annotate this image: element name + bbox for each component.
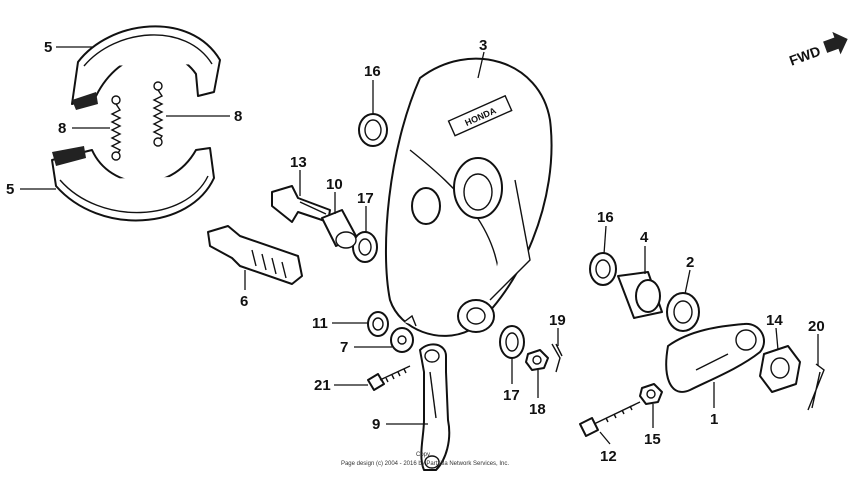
- dust-seal-16-upper: [358, 113, 388, 147]
- callout-3: 3: [479, 37, 487, 54]
- collar-10: [321, 209, 357, 249]
- brake-arm-9: [419, 343, 451, 471]
- callout-7: 7: [340, 339, 348, 356]
- seal-17-right: [499, 325, 525, 359]
- seal-17-left: [352, 231, 378, 263]
- callout-4: 4: [640, 229, 649, 246]
- callout-19: 19: [549, 312, 566, 329]
- callout-2: 2: [686, 254, 694, 271]
- brake-panel: HONDA: [384, 57, 553, 337]
- callout-9: 9: [372, 416, 380, 433]
- nut-18: [525, 349, 549, 371]
- cotter-pin-19: [551, 343, 563, 373]
- brake-shoe-upper: [71, 25, 221, 110]
- copyright-line-2: Page design (c) 2004 - 2016 by Partzilla…: [341, 461, 509, 467]
- callout-20: 20: [808, 318, 825, 335]
- indicator-plate-7: [390, 314, 417, 353]
- callout-1: 1: [710, 411, 718, 428]
- torque-arm-1: [665, 322, 765, 393]
- washer-11: [367, 311, 389, 337]
- brake-cam-13: [271, 185, 331, 223]
- callout-8-left: 8: [58, 120, 66, 137]
- callout-8-right: 8: [234, 108, 242, 125]
- callout-5-upper: 5: [44, 39, 52, 56]
- bolt-21: [367, 365, 411, 391]
- cotter-pin-20: [807, 363, 825, 411]
- callout-14: 14: [766, 312, 783, 329]
- callout-10: 10: [326, 176, 343, 193]
- brake-cam-6: [207, 225, 303, 285]
- seal-2: [666, 292, 700, 332]
- callout-16-right: 16: [597, 209, 614, 226]
- leader-lines: [20, 46, 819, 445]
- nut-15: [639, 383, 663, 405]
- callout-21: 21: [314, 377, 331, 394]
- brake-shoe-lower: [51, 146, 215, 222]
- castle-nut-14: [759, 345, 801, 393]
- copyright-line-1: Copy: [416, 452, 430, 458]
- callout-11: 11: [312, 315, 328, 332]
- bolt-12: [579, 401, 641, 437]
- dust-seal-16-right: [589, 252, 617, 286]
- callout-13: 13: [290, 154, 307, 171]
- fwd-label: FWD: [787, 43, 822, 69]
- callout-18: 18: [529, 401, 546, 418]
- callout-6: 6: [240, 293, 248, 310]
- callout-17-right: 17: [503, 387, 520, 404]
- callout-12: 12: [600, 448, 617, 465]
- forward-direction-indicator: FWD: [787, 31, 848, 69]
- return-spring-right: [152, 81, 164, 147]
- callout-15: 15: [644, 431, 661, 448]
- callout-5-lower: 5: [6, 181, 14, 198]
- callout-17-left: 17: [357, 190, 374, 207]
- callout-numbers: 5 5 8 8 3 16 13 10 17 6 11 7 21 9 17 18 …: [6, 37, 825, 465]
- return-spring-left: [110, 95, 122, 161]
- collar-4: [617, 271, 663, 319]
- callout-16-upper: 16: [364, 63, 381, 80]
